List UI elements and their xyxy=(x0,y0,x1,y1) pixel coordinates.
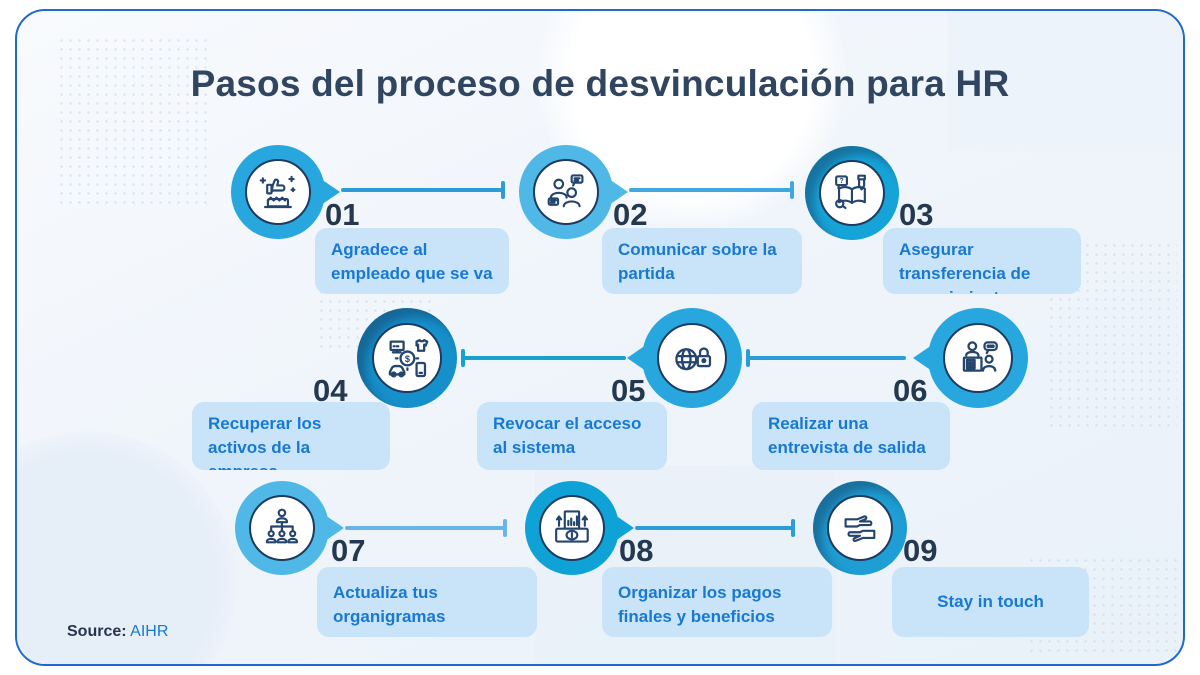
connector-step8-step9 xyxy=(635,519,795,537)
connector-step2-step3 xyxy=(629,181,794,199)
source-value: AIHR xyxy=(130,623,169,640)
decor-dots xyxy=(57,36,207,206)
step-4-circle: $ xyxy=(357,308,457,408)
step-4-number: 04 xyxy=(313,373,348,408)
step-9-circle xyxy=(813,481,907,575)
connector-endcap xyxy=(790,181,794,199)
handshake-icon xyxy=(827,495,893,561)
connector-step1-step2 xyxy=(341,181,505,199)
step-7-circle xyxy=(235,481,344,575)
step-7-number: 07 xyxy=(331,533,366,568)
step-4-label: Recuperar los activos de la empresa xyxy=(192,402,390,470)
connector-endcap xyxy=(791,519,795,537)
knowledge-transfer-book-icon: ? xyxy=(819,160,885,226)
final-payments-icon xyxy=(539,495,605,561)
step-3-label: Asegurar transferencia de conocimiento xyxy=(883,228,1081,294)
step-2-circle xyxy=(519,145,628,239)
exit-interview-icon xyxy=(943,323,1013,393)
step-6-number: 06 xyxy=(893,373,928,408)
connector-step5-step6 xyxy=(746,349,906,367)
company-assets-icon: $ xyxy=(372,323,442,393)
circle-tail xyxy=(615,515,634,541)
circle-tail xyxy=(913,345,932,371)
celebration-thumbs-up-icon xyxy=(245,159,311,225)
circle-tail xyxy=(321,179,340,205)
step-3-number: 03 xyxy=(899,197,934,232)
source-attribution: Source: AIHR xyxy=(67,623,168,641)
globe-lock-icon xyxy=(657,323,727,393)
connector-step4-step5 xyxy=(461,349,626,367)
step-1-circle xyxy=(231,145,340,239)
org-chart-icon xyxy=(249,495,315,561)
connector-step7-step8 xyxy=(345,519,507,537)
connector-endcap xyxy=(503,519,507,537)
step-8-number: 08 xyxy=(619,533,654,568)
circle-tail xyxy=(609,179,628,205)
svg-text:$: $ xyxy=(404,353,409,363)
circle-tail xyxy=(325,515,344,541)
step-2-number: 02 xyxy=(613,197,648,232)
step-8-label: Organizar los pagos finales y beneficios xyxy=(602,567,832,637)
people-talking-icon xyxy=(533,159,599,225)
step-1-number: 01 xyxy=(325,197,360,232)
page-title: Pasos del proceso de desvinculación para… xyxy=(190,63,1010,104)
infographic-panel: Pasos del proceso de desvinculación para… xyxy=(15,9,1185,666)
step-9-label: Stay in touch xyxy=(892,567,1089,637)
step-8-circle xyxy=(525,481,634,575)
step-7-label: Actualiza tus organigramas xyxy=(317,567,537,637)
connector-endcap xyxy=(501,181,505,199)
step-5-circle xyxy=(627,308,742,408)
step-9-number: 09 xyxy=(903,533,938,568)
step-5-number: 05 xyxy=(611,373,646,408)
connector-endcap xyxy=(461,349,465,367)
step-6-circle xyxy=(913,308,1028,408)
circle-tail xyxy=(627,345,646,371)
svg-text:?: ? xyxy=(839,177,843,185)
step-5-label: Revocar el acceso al sistema xyxy=(477,402,667,470)
connector-endcap xyxy=(746,349,750,367)
step-2-label: Comunicar sobre la partida xyxy=(602,228,802,294)
source-label: Source: xyxy=(67,623,127,640)
step-1-label: Agradece al empleado que se va xyxy=(315,228,509,294)
step-6-label: Realizar una entrevista de salida xyxy=(752,402,950,470)
step-3-circle: ? xyxy=(805,146,899,240)
